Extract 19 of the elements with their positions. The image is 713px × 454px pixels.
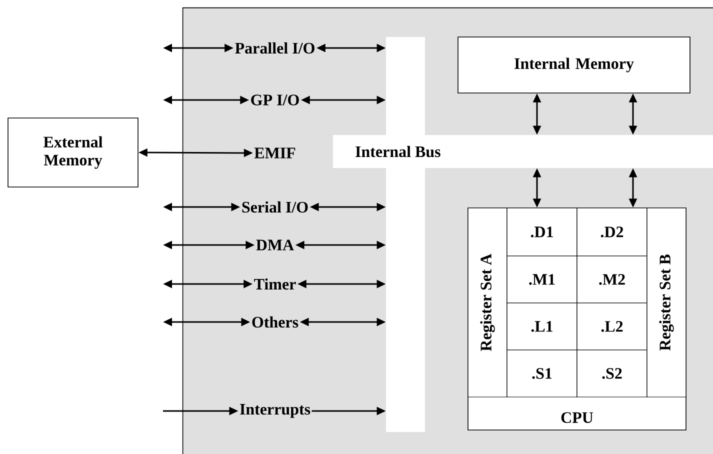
unit-cell: .D2	[576, 208, 648, 256]
peripheral-label: Serial I/O	[242, 201, 308, 213]
unit-cell: .S1	[506, 350, 578, 398]
peripheral-label: Others	[252, 316, 298, 328]
unit-cell: .L2	[576, 302, 648, 350]
peripheral-label: DMA	[256, 240, 294, 250]
unit-cell: .M1	[506, 256, 578, 304]
memory-box: External Memory	[8, 118, 138, 188]
peripheral-label: Interrupts	[240, 404, 310, 418]
peripheral-label: Parallel I/O	[235, 42, 314, 54]
unit-cell: .L1	[506, 302, 578, 350]
unit-cell: .S2	[576, 350, 648, 398]
memory-box: Internal Memory	[458, 36, 690, 94]
peripheral-label: Timer	[254, 278, 296, 290]
unit-cell: .D1	[506, 208, 578, 256]
bus-band: Internal Bus	[333, 135, 713, 168]
peripheral-label: GP I/O	[251, 94, 299, 106]
peripheral-label: EMIF	[254, 148, 296, 158]
unit-cell: .M2	[576, 256, 648, 304]
